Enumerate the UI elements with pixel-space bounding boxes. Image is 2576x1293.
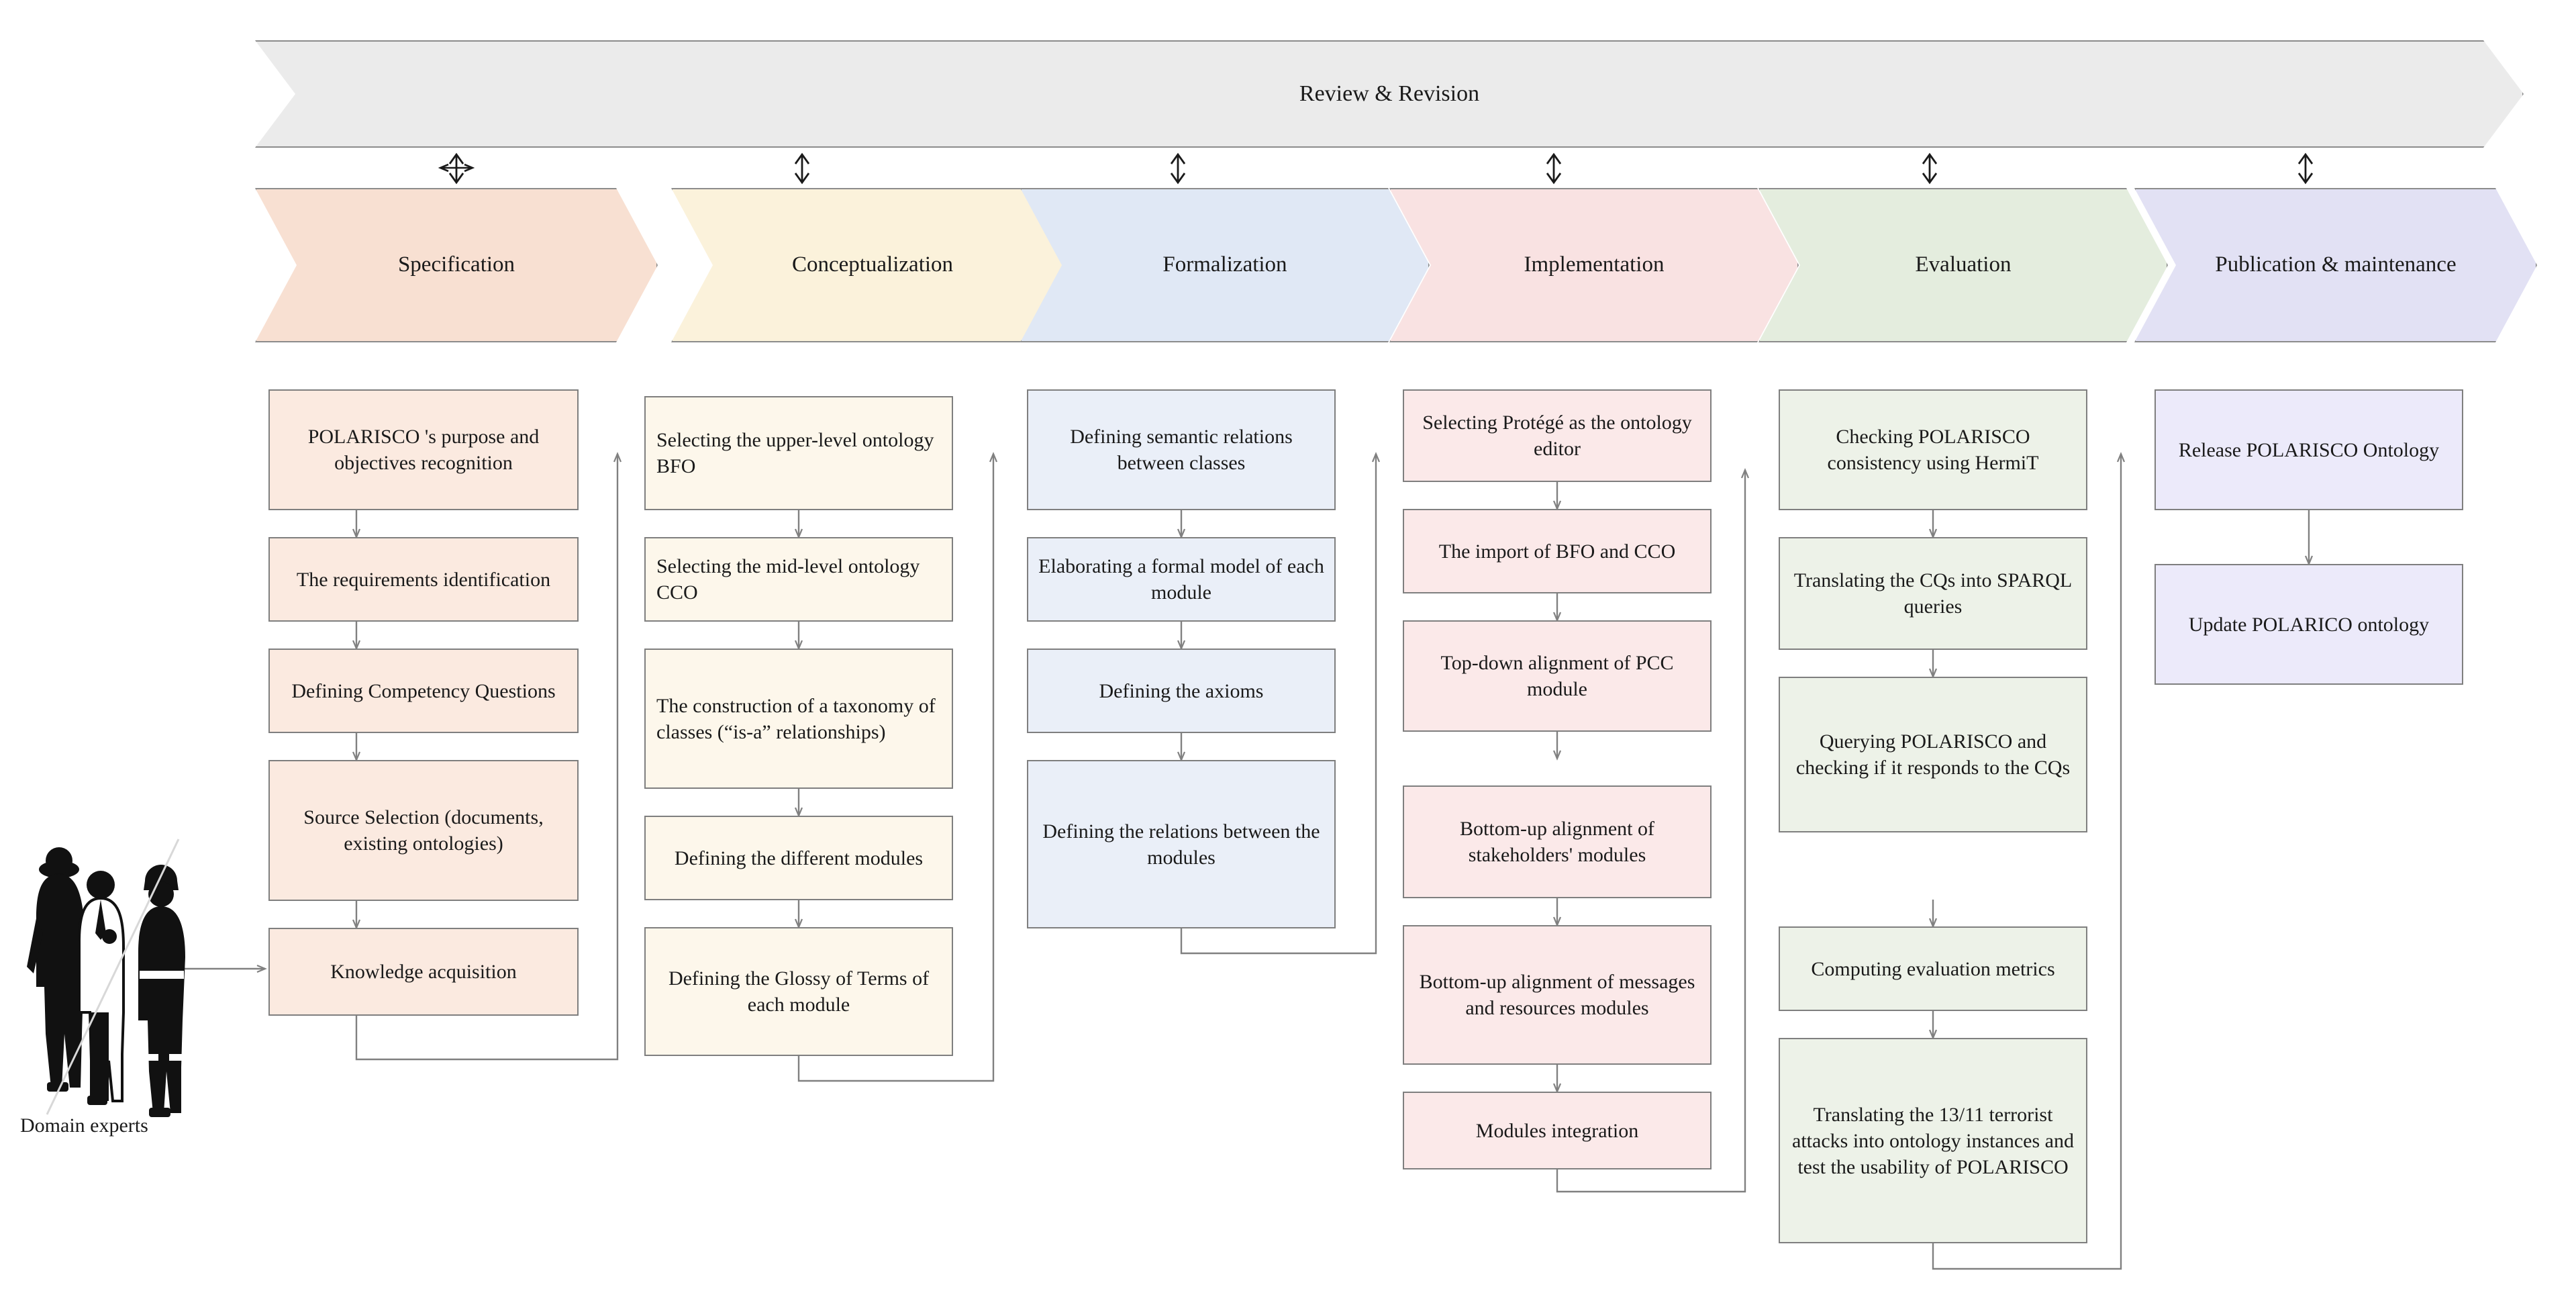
step-box[interactable]: The import of BFO and CCO — [1403, 509, 1712, 593]
step-box[interactable]: Release POLARISCO Ontology — [2154, 389, 2463, 510]
step-box[interactable]: Selecting the mid-level ontology CCO — [644, 537, 953, 622]
step-box[interactable]: Bottom-up alignment of stakeholders' mod… — [1403, 785, 1712, 898]
review-revision-banner: Review & Revision — [255, 40, 2524, 148]
phase-label: Publication & maintenance — [2215, 252, 2457, 277]
step-box[interactable]: POLARISCO 's purpose and objectives reco… — [268, 389, 579, 510]
step-box[interactable]: Defining Competency Questions — [268, 649, 579, 733]
step-box[interactable]: The construction of a taxonomy of classe… — [644, 649, 953, 789]
phase-shape — [2134, 188, 2537, 342]
step-box[interactable]: Update POLARICO ontology — [2154, 564, 2463, 685]
step-box[interactable]: Defining the relations between the modul… — [1027, 760, 1336, 928]
domain-experts-label: Domain experts — [20, 1114, 148, 1137]
phase-implementation[interactable]: Implementation — [1389, 188, 1799, 342]
step-box[interactable]: Knowledge acquisition — [268, 928, 579, 1016]
step-box[interactable]: Computing evaluation metrics — [1779, 926, 2087, 1011]
phase-evaluation[interactable]: Evaluation — [1758, 188, 2168, 342]
banner-label: Review & Revision — [1299, 81, 1480, 106]
step-box[interactable]: Elaborating a formal model of each modul… — [1027, 537, 1336, 622]
banner-shape — [255, 40, 2524, 148]
step-box[interactable]: Top-down alignment of PCC module — [1403, 620, 1712, 732]
phase-shape — [671, 188, 1074, 342]
step-box[interactable]: Selecting Protégé as the ontology editor — [1403, 389, 1712, 482]
phase-shape — [1020, 188, 1430, 342]
step-box[interactable]: Translating the CQs into SPARQL queries — [1779, 537, 2087, 650]
phase-shape — [1758, 188, 2168, 342]
phase-conceptualization[interactable]: Conceptualization — [671, 188, 1074, 342]
phase-shape — [255, 188, 658, 342]
phase-publication-maintenance[interactable]: Publication & maintenance — [2134, 188, 2537, 342]
phase-specification[interactable]: Specification — [255, 188, 658, 342]
step-box[interactable]: The requirements identification — [268, 537, 579, 622]
step-box[interactable]: Defining the axioms — [1027, 649, 1336, 733]
phase-shape — [1389, 188, 1799, 342]
phase-label: Conceptualization — [791, 252, 954, 277]
step-box[interactable]: Selecting the upper-level ontology BFO — [644, 396, 953, 510]
step-box[interactable]: Translating the 13/11 terrorist attacks … — [1779, 1038, 2087, 1243]
step-box[interactable]: Querying POLARISCO and checking if it re… — [1779, 677, 2087, 832]
step-box[interactable]: Modules integration — [1403, 1092, 1712, 1169]
step-box[interactable]: Defining semantic relations between clas… — [1027, 389, 1336, 510]
phase-label: Formalization — [1162, 252, 1287, 277]
step-box[interactable]: Checking POLARISCO consistency using Her… — [1779, 389, 2087, 510]
step-box[interactable]: Source Selection (documents, existing on… — [268, 760, 579, 901]
phase-label: Implementation — [1524, 252, 1665, 277]
step-box[interactable]: Bottom-up alignment of messages and reso… — [1403, 925, 1712, 1065]
step-box[interactable]: Defining the Glossy of Terms of each mod… — [644, 927, 953, 1056]
phase-label: Evaluation — [1915, 252, 2012, 277]
step-box[interactable]: Defining the different modules — [644, 816, 953, 900]
domain-experts-icon — [20, 832, 188, 1121]
phase-formalization[interactable]: Formalization — [1020, 188, 1430, 342]
phase-label: Specification — [397, 252, 515, 277]
